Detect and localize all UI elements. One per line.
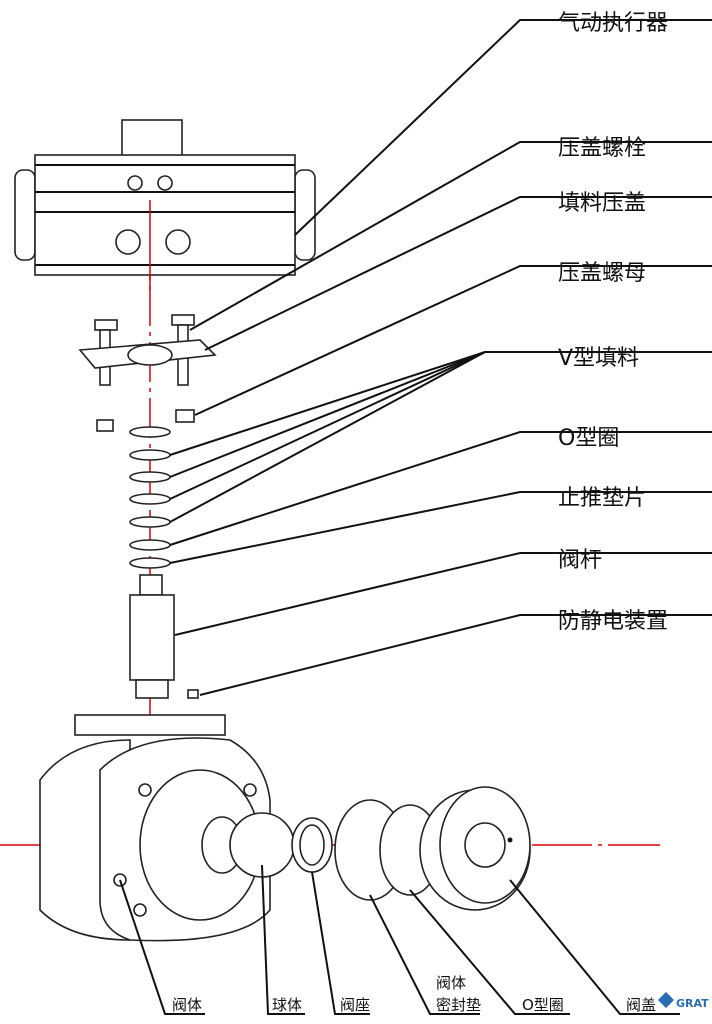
- label-body: 阀体: [172, 996, 202, 1014]
- pneumatic-actuator: [14, 119, 316, 290]
- valve-stem: [129, 574, 199, 699]
- label-thrust-washer: 止推垫片: [558, 486, 646, 511]
- label-body-gasket-1: 阀体: [436, 974, 466, 992]
- label-gland-bolt: 压盖螺栓: [558, 136, 646, 161]
- label-actuator: 气动执行器: [558, 11, 668, 36]
- svg-text:GRAT: GRAT: [676, 997, 709, 1010]
- label-o-ring-bottom: O型圈: [522, 996, 564, 1014]
- right-leaders: [169, 19, 712, 696]
- label-gland-nut: 压盖螺母: [558, 261, 646, 286]
- label-stem: 阀杆: [558, 548, 602, 573]
- bottom-leaders: [119, 864, 680, 1015]
- label-ball: 球体: [272, 996, 302, 1014]
- valve-body: [39, 714, 295, 942]
- label-antistatic: 防静电装置: [558, 609, 668, 634]
- gland-assembly: [78, 314, 217, 432]
- seat-gasket-cover: [291, 786, 531, 911]
- label-body-gasket-2: 密封垫: [436, 996, 481, 1014]
- label-o-ring: O型圈: [558, 426, 619, 451]
- label-seat: 阀座: [340, 996, 370, 1014]
- label-v-packing: V型填料: [558, 346, 639, 371]
- grat-logo: GRAT: [658, 992, 709, 1010]
- label-packing-gland: 填料压盖: [558, 191, 646, 216]
- packing-rings: [129, 426, 171, 569]
- label-cover: 阀盖: [626, 996, 656, 1014]
